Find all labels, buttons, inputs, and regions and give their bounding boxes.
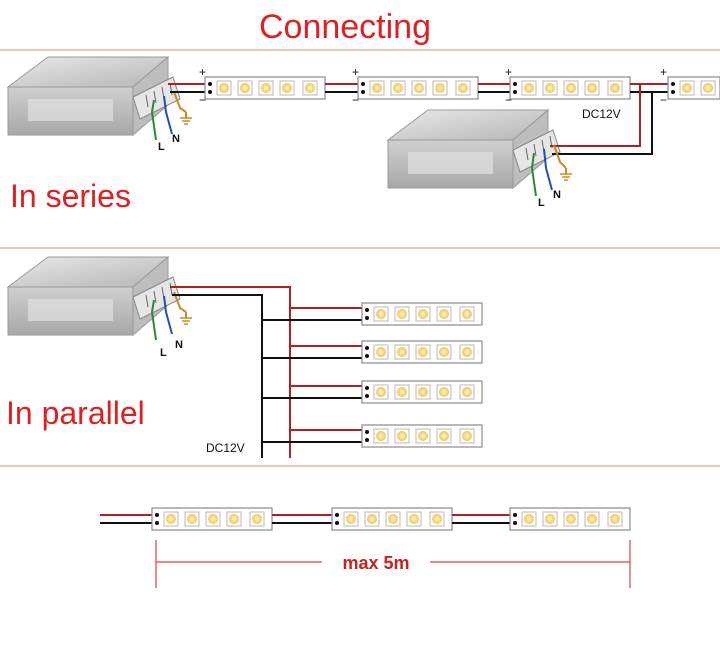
plus-mark: + xyxy=(352,65,359,79)
led-strip-icon xyxy=(361,380,483,404)
section-label-series: In series xyxy=(10,178,131,214)
label-neutral: N xyxy=(175,339,183,351)
led-strip-icon xyxy=(509,507,631,531)
plus-mark: + xyxy=(505,65,512,79)
voltage-label: DC12V xyxy=(582,107,621,121)
wire-neutral xyxy=(543,148,553,191)
wire-live xyxy=(150,299,157,341)
plus-mark: + xyxy=(199,65,206,79)
led-strip-icon xyxy=(331,507,453,531)
wire-positive xyxy=(170,286,291,458)
wire-positive xyxy=(550,84,641,147)
minus-mark: − xyxy=(505,93,512,107)
power-supply-icon xyxy=(387,109,561,189)
plus-mark: + xyxy=(660,65,667,79)
label-live: L xyxy=(538,197,545,209)
section-label-parallel: In parallel xyxy=(6,395,145,431)
length-section: max 5m xyxy=(100,507,631,588)
wire-ground xyxy=(173,91,187,113)
wire-ground xyxy=(173,291,187,313)
led-strip-icon xyxy=(151,507,273,531)
max-length-label: max 5m xyxy=(342,553,409,573)
wire-negative xyxy=(172,294,263,458)
ground-icon xyxy=(179,111,193,125)
led-strip-icon xyxy=(509,76,631,100)
minus-mark: − xyxy=(352,93,359,107)
led-strip-icon xyxy=(357,76,479,100)
wire-live xyxy=(530,152,537,197)
wire-negative xyxy=(552,92,653,155)
minus-mark: − xyxy=(660,93,667,107)
wire-neutral xyxy=(163,295,173,335)
led-strip-icon xyxy=(667,76,720,100)
parallel-section: L N DC12V In parallel xyxy=(6,256,483,458)
label-live: L xyxy=(160,347,167,359)
ground-icon xyxy=(559,167,573,181)
label-neutral: N xyxy=(172,133,180,145)
label-neutral: N xyxy=(553,189,561,201)
led-strip-icon xyxy=(361,302,483,326)
voltage-label: DC12V xyxy=(206,441,245,455)
minus-mark: − xyxy=(199,93,206,107)
led-strip-icon xyxy=(361,340,483,364)
led-strip-icon xyxy=(204,76,326,100)
wire-live xyxy=(150,99,157,141)
led-strip-icon xyxy=(361,424,483,448)
wire-neutral xyxy=(163,95,173,135)
series-section: L N + − + − + − + − xyxy=(7,56,720,214)
label-live: L xyxy=(158,141,165,153)
ground-icon xyxy=(179,311,193,325)
wire-ground xyxy=(553,144,567,169)
page-title: Connecting xyxy=(259,8,431,46)
